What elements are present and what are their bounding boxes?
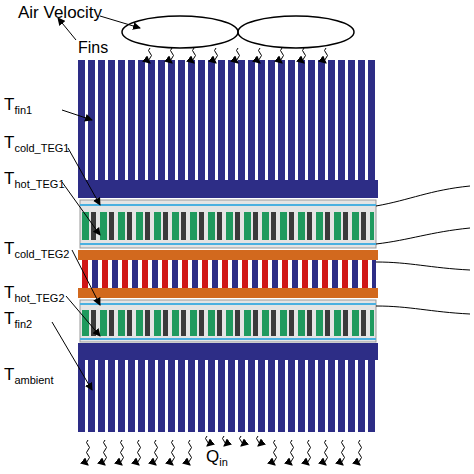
symbol-label: T [4,170,14,187]
symbol-label: T [4,284,14,301]
symbol-label: T [4,134,14,151]
symbol-label: Q [206,448,219,465]
symbol-label: T [4,366,14,383]
subscript-label: fin2 [14,319,32,330]
subscript-label: cold_TEG2 [14,249,69,260]
subscript-label: hot_TEG1 [14,179,64,190]
subscript-label: in [219,457,228,468]
fins-label: Fins [78,40,108,56]
symbol-label: T [4,96,14,113]
symbol-label: T [4,310,14,327]
symbol-label: T [4,240,14,257]
subscript-label: fin1 [14,105,32,116]
subscript-label: cold_TEG1 [14,143,69,154]
air-velocity-label: Air Velocity [18,4,102,21]
subscript-label: hot_TEG2 [14,293,64,304]
subscript-label: ambient [14,375,53,386]
